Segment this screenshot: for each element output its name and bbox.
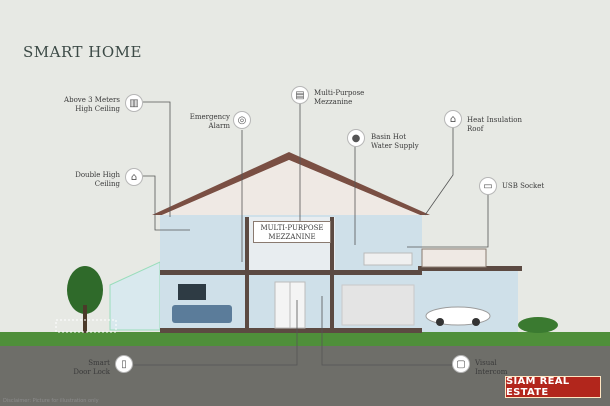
door-lock-icon: ▯ bbox=[115, 355, 133, 373]
shrub bbox=[518, 317, 558, 333]
water-drop-icon: ● bbox=[347, 129, 365, 147]
alarm-icon: ◎ bbox=[233, 111, 251, 129]
bed bbox=[363, 252, 413, 266]
tv bbox=[178, 284, 206, 300]
feature-label-usb-socket: USB Socket bbox=[502, 182, 545, 190]
kitchen bbox=[341, 284, 415, 326]
conservatory bbox=[109, 261, 161, 331]
feature-label-mezzanine: Multi-Purpose Mezzanine bbox=[314, 89, 365, 106]
feature-label-intercom: Visual Intercom bbox=[475, 359, 508, 376]
mezzanine-icon: ▤ bbox=[291, 86, 309, 104]
tree bbox=[67, 266, 103, 314]
feature-label-emergency-alarm: Emergency Alarm bbox=[189, 113, 230, 130]
feature-label-double-ceiling: Double High Ceiling bbox=[75, 171, 120, 188]
car bbox=[425, 306, 491, 326]
feature-label-hot-water: Basin Hot Water Supply bbox=[371, 133, 419, 150]
feature-label-high-ceiling: Above 3 Meters High Ceiling bbox=[64, 96, 120, 113]
intercom-icon: ▢ bbox=[452, 355, 470, 373]
brand-logo: SIAM REAL ESTATE bbox=[505, 376, 601, 398]
roof-icon: ⌂ bbox=[444, 110, 462, 128]
window-icon: ▥ bbox=[125, 94, 143, 112]
feature-label-door-lock: Smart Door Lock bbox=[73, 359, 110, 376]
usb-socket-icon: ▭ bbox=[479, 177, 497, 195]
mezzanine-sign: MULTI-PURPOSE MEZZANINE bbox=[253, 221, 331, 243]
page-title: SMART HOME bbox=[23, 43, 142, 61]
balcony bbox=[421, 248, 487, 268]
sofa bbox=[172, 305, 232, 323]
lawn bbox=[0, 332, 610, 348]
feature-label-heat-insulation: Heat Insulation Roof bbox=[467, 116, 523, 133]
disclaimer-caption: Disclaimer: Picture for illustration onl… bbox=[3, 398, 99, 404]
house-icon: ⌂ bbox=[125, 168, 143, 186]
